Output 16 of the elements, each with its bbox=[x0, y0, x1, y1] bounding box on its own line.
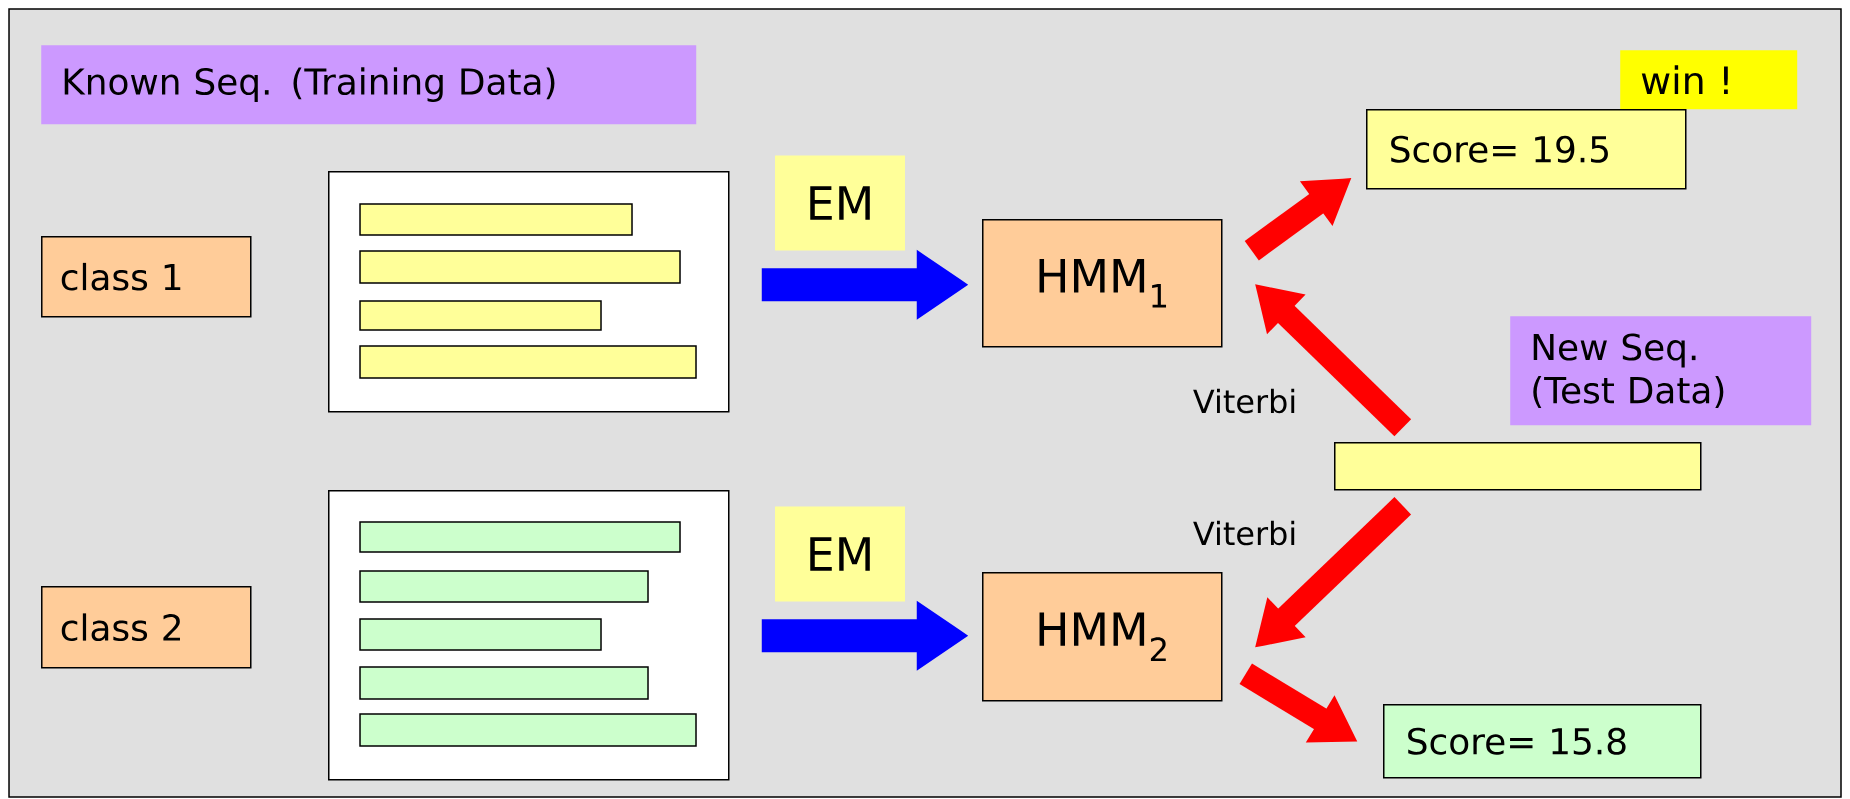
document-drawing bbox=[328, 490, 730, 781]
edge-label: EM bbox=[775, 506, 905, 602]
class-box: class 2 bbox=[41, 586, 252, 669]
document-drawing bbox=[328, 171, 730, 413]
sequence-bar bbox=[1334, 442, 1702, 491]
edge-label: Viterbi bbox=[1189, 385, 1301, 417]
score-box: Score= 15.8 bbox=[1383, 704, 1702, 779]
model-box: HMM$_{2}$ bbox=[982, 572, 1223, 702]
highlight-label: win ! bbox=[1620, 50, 1798, 110]
score-box: Score= 19.5 bbox=[1366, 109, 1687, 190]
label-box: Known Seq. (Training Data) bbox=[41, 45, 697, 125]
edge-label: EM bbox=[775, 155, 905, 251]
edge-label: Viterbi bbox=[1189, 517, 1301, 549]
model-box: HMM$_{1}$ bbox=[982, 219, 1223, 348]
label-box: New Seq. (Test Data) bbox=[1510, 316, 1812, 426]
class-box: class 1 bbox=[41, 236, 252, 318]
